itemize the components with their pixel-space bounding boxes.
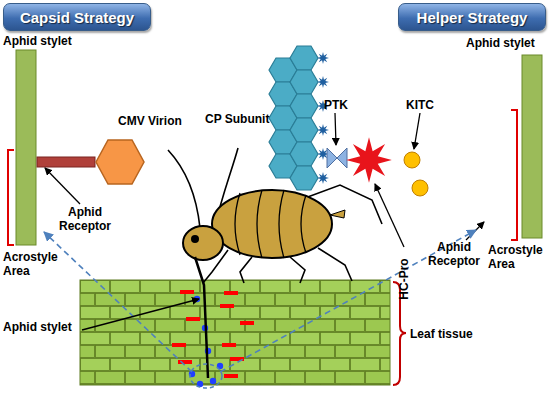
- cp-subunit-chain: [269, 46, 318, 190]
- ptk-motif: [327, 148, 337, 168]
- feeding-site: [190, 364, 222, 388]
- text-label: Acrostyle Area: [3, 250, 69, 278]
- aphid-body: [212, 190, 332, 258]
- aphid-legs: [203, 185, 382, 283]
- aphid-receptors: [485, 128, 497, 228]
- acrostyle-bracket: [8, 150, 14, 245]
- text-label: Aphid stylet: [3, 320, 88, 334]
- text-label: HC-Pro: [397, 249, 411, 309]
- text-label: PTK: [318, 98, 354, 112]
- cmv-virion: [96, 140, 144, 184]
- aphid-stylet-bar: [16, 50, 36, 245]
- title-text: Helper Strategy: [417, 9, 528, 26]
- text-label: Aphid Receptor: [424, 240, 484, 268]
- aphid-stylet: [195, 257, 208, 378]
- title-box: Capsid Strategy: [3, 3, 151, 31]
- leader-arrow: [45, 168, 80, 204]
- leader-arrow: [375, 184, 404, 247]
- leaf-tissue: [80, 280, 390, 385]
- dashed-arrow: [44, 232, 192, 372]
- leader-arrow: [414, 113, 420, 149]
- text-label: Aphid stylet: [3, 34, 93, 48]
- text-label: Aphid stylet: [466, 36, 550, 50]
- kitc-motif: [412, 180, 428, 196]
- title-text: Capsid Strategy: [20, 9, 134, 26]
- text-label: KITC: [400, 98, 440, 112]
- aphid-stylet-bar: [522, 55, 542, 238]
- aphid-eye: [191, 235, 199, 243]
- text-label: Aphid Receptor: [52, 205, 118, 233]
- text-label: CMV Virion: [118, 114, 198, 128]
- aphid-cornicle: [330, 210, 345, 218]
- aphid-segments: [235, 190, 306, 258]
- aphid-receptor-stick: [37, 157, 95, 167]
- leader-arrow: [82, 299, 199, 330]
- text-label: Leaf tissue: [410, 327, 510, 341]
- hc-pro-star: [346, 137, 392, 183]
- ptk-motif: [337, 148, 347, 168]
- text-label: CP Subunit: [205, 112, 280, 126]
- text-label: Acrostyle Area: [488, 243, 550, 271]
- leader-arrow: [335, 113, 336, 145]
- title-box: Helper Strategy: [398, 3, 546, 31]
- kitc-motif: [404, 152, 420, 168]
- acrostyle-bracket: [511, 110, 517, 240]
- aphid-head: [183, 226, 223, 260]
